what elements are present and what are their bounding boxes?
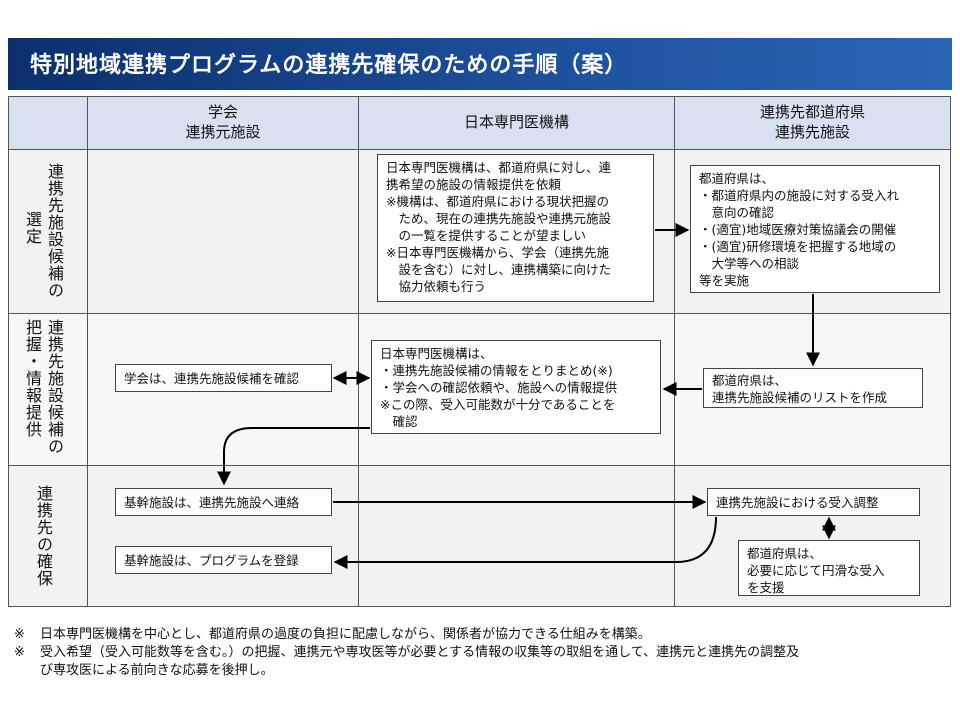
box-line: 意向の確認 — [699, 205, 775, 220]
col-divider — [358, 97, 359, 606]
box-line: 大学等への相談 — [699, 256, 800, 271]
box-line: ・都道府県内の施設に対する受入れ — [699, 188, 900, 203]
header-prefecture-line2: 連携先施設 — [774, 123, 850, 141]
box-line: 都道府県は、 — [712, 373, 788, 388]
core-contact-box: 基幹施設は、連携先施設へ連絡 — [115, 488, 332, 516]
partner-adjust-box: 連携先施設における受入調整 — [707, 488, 920, 516]
box-line: 基幹施設は、プログラムを登録 — [124, 553, 299, 568]
prefecture-list-box: 都道府県は、 連携先施設候補のリストを作成 — [703, 368, 923, 408]
footnote: ※ 受入希望（受入可能数等を含む。）の把握、連携元や専攻医等が必要とする情報の収… — [14, 644, 799, 662]
header-row — [9, 97, 950, 149]
header-jmsb: 日本専門医機構 — [359, 112, 674, 132]
box-line: 都道府県は、 — [699, 171, 775, 186]
box-line: ・学会への確認依頼や、施設への情報提供 — [380, 380, 618, 395]
box-line: ため、現在の連携先施設や連携元施設 — [386, 211, 612, 226]
box-line: 日本専門医機構は、 — [380, 346, 493, 361]
footnote-text: び専攻医による前向きな応募を後押し。 — [40, 663, 274, 678]
box-line: 必要に応じて円滑な受入 — [747, 563, 885, 578]
box-line: 協力依頼も行う — [386, 279, 487, 294]
row-label-selection-1: 連携先施設候補の — [45, 163, 64, 299]
header-prefecture: 連携先都道府県 連携先施設 — [675, 102, 950, 142]
box-line: 確認 — [380, 414, 418, 429]
box-line: 日本専門医機構は、都道府県に対し、連 — [386, 160, 612, 175]
box-line: 連携先施設候補のリストを作成 — [712, 390, 888, 405]
row-divider — [9, 465, 950, 466]
society-confirm-box: 学会は、連携先施設候補を確認 — [115, 364, 332, 392]
box-line: ※機構は、都道府県における現状把握の — [386, 194, 609, 209]
box-line: の一覧を提供することが望ましい — [386, 228, 587, 243]
prefecture-support-box: 都道府県は、 必要に応じて円滑な受入 を支援 — [738, 540, 920, 596]
box-line: 学会は、連携先施設候補を確認 — [124, 371, 300, 386]
footnote: び専攻医による前向きな応募を後押し。 — [14, 662, 799, 680]
footnote-text: 日本専門医機構を中心とし、都道府県の過度の負担に配慮しながら、関係者が協力できる… — [40, 627, 651, 642]
footnote: ※ 日本専門医機構を中心とし、都道府県の過度の負担に配慮しながら、関係者が協力で… — [14, 626, 799, 644]
arrow-adjust-to-register — [333, 516, 717, 569]
box-line: ・(適宜)研修環境を把握する地域の — [699, 239, 897, 254]
core-register-box: 基幹施設は、プログラムを登録 — [115, 546, 332, 574]
box-line: 等を実施 — [699, 273, 750, 288]
header-society-line1: 学会 — [207, 103, 238, 121]
box-line: 基幹施設は、連携先施設へ連絡 — [124, 495, 300, 510]
box-line: 携希望の施設の情報提供を依頼 — [386, 177, 562, 192]
header-prefecture-line1: 連携先都道府県 — [759, 103, 865, 121]
box-line: ・(適宜)地域医療対策協議会の開催 — [699, 222, 897, 237]
box-line: ※この際、受入可能数が十分であることを — [380, 397, 616, 412]
row-divider — [9, 313, 950, 314]
box-line: を支援 — [747, 580, 785, 595]
col-divider — [87, 97, 88, 606]
row-divider — [9, 149, 950, 150]
row-label-grasp-2: 把握・情報提供 — [23, 319, 42, 438]
box-line: 設を含む）に対し、連携構築に向けた — [386, 262, 612, 277]
header-society: 学会 連携元施設 — [88, 102, 358, 142]
title-banner: 特別地域連携プログラムの連携先確保のための手順（案） — [8, 38, 952, 90]
row-label-grasp-1: 連携先施設候補の — [45, 319, 64, 455]
row-label-selection-2: 選定 — [23, 211, 42, 245]
footnote-mark: ※ — [14, 627, 25, 642]
header-jmsb-line1: 日本専門医機構 — [463, 113, 569, 131]
footnote-text: 受入希望（受入可能数等を含む。）の把握、連携元や専攻医等が必要とする情報の収集等… — [40, 645, 800, 660]
box-line: 都道府県は、 — [747, 546, 823, 561]
jmsb-compile-box: 日本専門医機構は、 ・連携先施設候補の情報をとりまとめ(※) ・学会への確認依頼… — [371, 340, 661, 434]
footnote-mark: ※ — [14, 645, 25, 660]
footnote-mark — [14, 662, 40, 680]
footnotes: ※ 日本専門医機構を中心とし、都道府県の過度の負担に配慮しながら、関係者が協力で… — [14, 626, 799, 680]
box-line: ・連携先施設候補の情報をとりまとめ(※) — [380, 363, 613, 378]
page-title: 特別地域連携プログラムの連携先確保のための手順（案） — [30, 53, 628, 78]
box-line: 連携先施設における受入調整 — [716, 495, 879, 510]
arrow-compile-to-core — [217, 427, 370, 486]
row-label-secure: 連携先の確保 — [34, 485, 53, 587]
jmsb-request-box: 日本専門医機構は、都道府県に対し、連 携希望の施設の情報提供を依頼 ※機構は、都… — [377, 154, 654, 302]
box-line: ※日本専門医機構から、学会（連携先施 — [386, 245, 609, 260]
col-divider — [674, 97, 675, 606]
header-society-line2: 連携元施設 — [185, 123, 261, 141]
prefecture-survey-box: 都道府県は、 ・都道府県内の施設に対する受入れ 意向の確認 ・(適宜)地域医療対… — [690, 165, 940, 293]
